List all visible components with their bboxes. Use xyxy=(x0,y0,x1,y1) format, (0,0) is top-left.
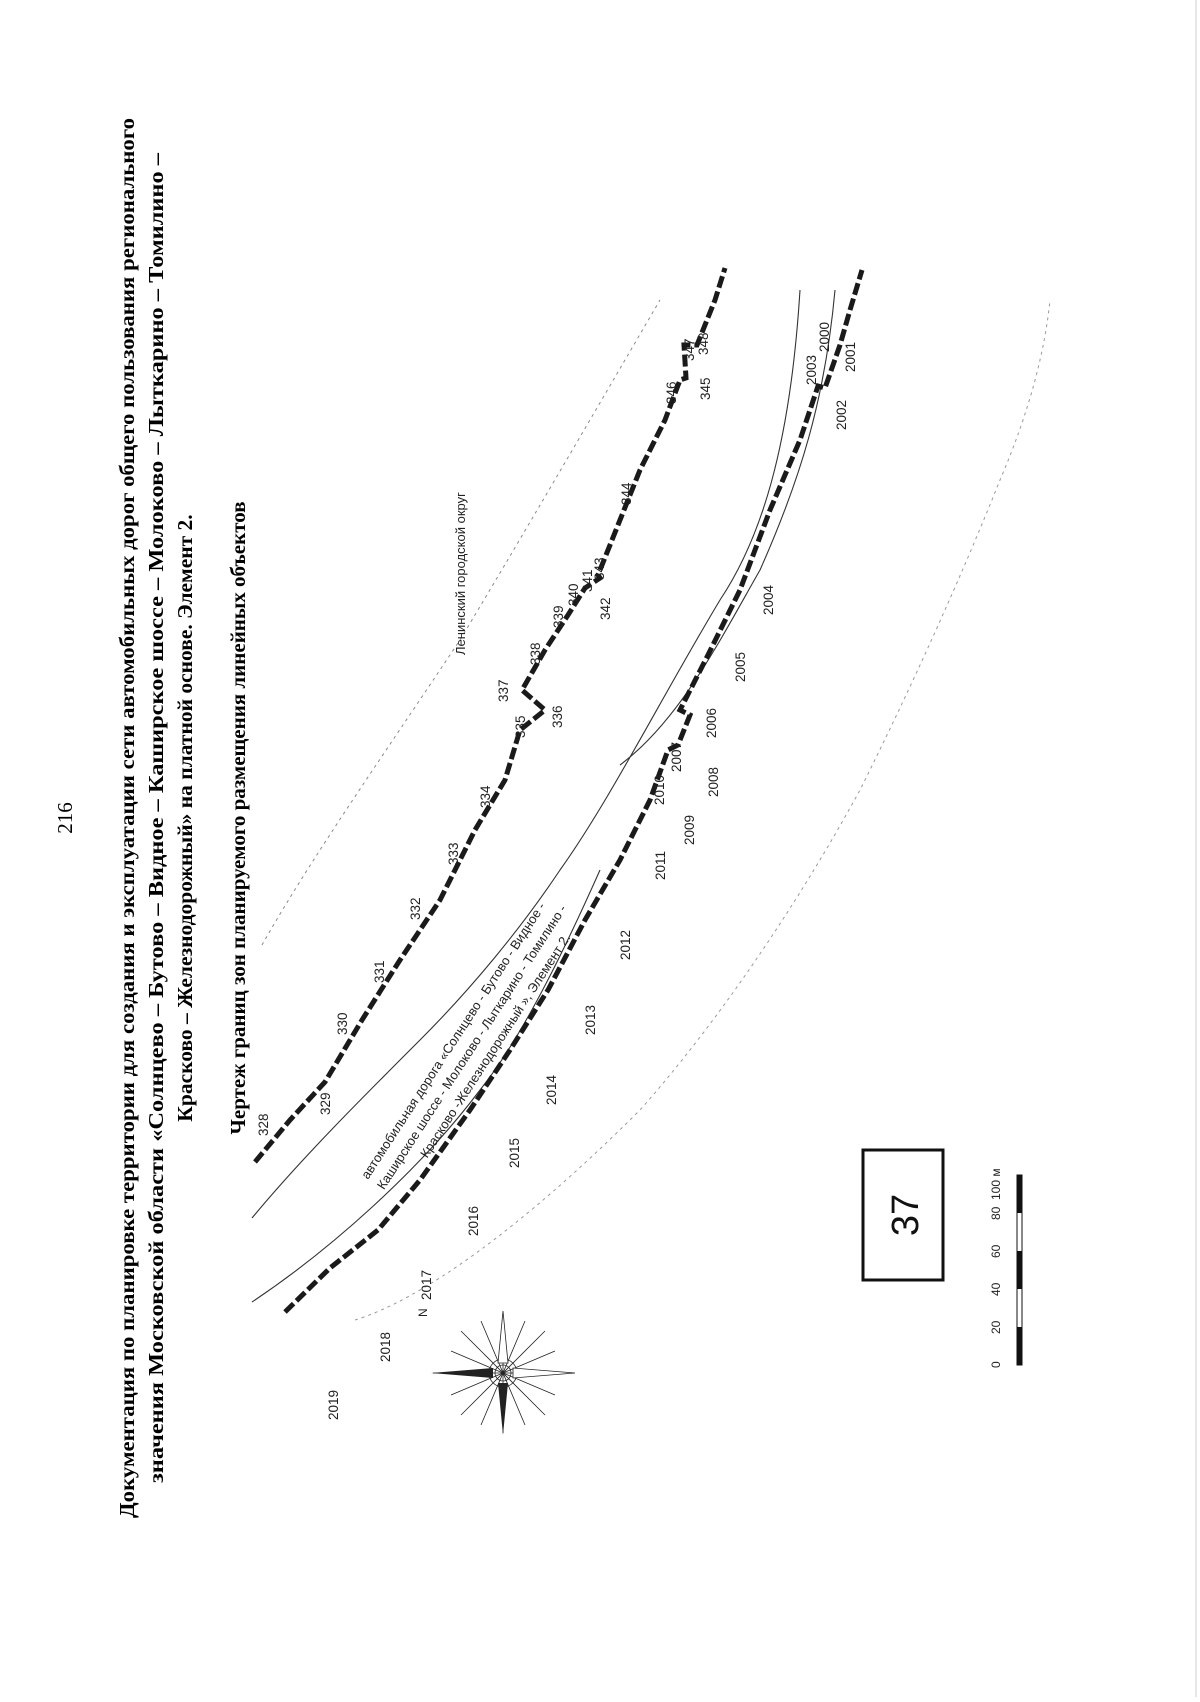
title-line-2: значения Московской области «Солнцево – … xyxy=(144,153,168,1483)
point-label: 2011 xyxy=(653,851,668,880)
point-label: 2015 xyxy=(507,1138,522,1168)
document-title: Документация по планировке территории дл… xyxy=(115,118,197,1518)
district-label: Ленинский городской округ xyxy=(453,492,468,655)
point-label: 329 xyxy=(318,1092,333,1115)
point-label: 2010 xyxy=(652,775,667,805)
road-edge-upper xyxy=(251,289,801,1219)
north-label: N xyxy=(416,1308,430,1317)
point-label: 340 xyxy=(566,583,581,606)
point-label: 341 xyxy=(580,569,595,592)
point-label: 2019 xyxy=(326,1390,341,1420)
map-canvas: 328 329 330 331 332 333 334 335 336 337 … xyxy=(251,267,1051,1435)
point-label: 339 xyxy=(551,605,566,628)
point-label: 2006 xyxy=(704,708,719,738)
point-label: 2018 xyxy=(378,1332,393,1362)
point-label: 2013 xyxy=(583,1005,598,1035)
outer-contour-right xyxy=(354,299,1051,1321)
point-label: 330 xyxy=(335,1012,350,1035)
point-label: 331 xyxy=(372,960,387,983)
scale-bar: 0 20 40 60 80 100 м xyxy=(989,1168,1023,1368)
road-label-line-2: Каширское шоссе - Молоково - Лыткарино -… xyxy=(374,902,570,1192)
road-edge-lower xyxy=(619,289,836,766)
title-line-1: Документация по планировке территории дл… xyxy=(115,118,139,1518)
point-label: 344 xyxy=(619,482,634,505)
point-label: 345 xyxy=(698,377,713,400)
point-label: 342 xyxy=(598,597,613,620)
scale-label: 40 xyxy=(989,1282,1003,1296)
lower-point-labels: 2000 2001 2002 2003 2004 2005 2006 2007 … xyxy=(326,322,858,1420)
point-label: 2008 xyxy=(706,767,721,797)
road-edge-middle xyxy=(251,869,601,1303)
compass-rose-icon: N xyxy=(416,1308,576,1435)
point-label: 346 xyxy=(664,381,679,404)
point-label: 2001 xyxy=(843,342,858,372)
scale-label: 80 xyxy=(989,1206,1003,1220)
point-label: 328 xyxy=(256,1113,271,1136)
scale-label: 100 м xyxy=(989,1168,1003,1200)
point-label: 2014 xyxy=(544,1074,559,1105)
sheet-number-box: 37 xyxy=(861,1148,945,1282)
scale-label: 20 xyxy=(989,1320,1003,1334)
point-label: 334 xyxy=(478,785,493,808)
point-label: 337 xyxy=(496,679,511,702)
point-label: 2012 xyxy=(618,930,633,960)
zone-boundary-lower xyxy=(283,269,865,1314)
point-label: 338 xyxy=(528,642,543,665)
point-label: 2017 xyxy=(419,1270,434,1300)
point-label: 2003 xyxy=(804,355,819,385)
sheet-number: 37 xyxy=(885,1194,927,1236)
scale-label: 60 xyxy=(989,1244,1003,1258)
drawing-subtitle: Чертеж границ зон планируемого размещени… xyxy=(226,501,250,1134)
point-label: 333 xyxy=(446,842,461,865)
title-line-3: Красково – Железнодорожный» на платной о… xyxy=(173,514,197,1121)
point-label: 2002 xyxy=(834,400,849,430)
point-label: 332 xyxy=(408,897,423,920)
point-label: 2004 xyxy=(761,584,776,615)
point-label: 335 xyxy=(513,715,528,738)
point-label: 343 xyxy=(592,557,607,580)
point-label: 2005 xyxy=(733,652,748,682)
point-label: 336 xyxy=(550,705,565,728)
point-label: 2007 xyxy=(669,742,684,772)
point-label: 347 xyxy=(682,338,697,361)
scale-label: 0 xyxy=(989,1361,1003,1368)
point-label: 2009 xyxy=(682,815,697,845)
upper-point-labels: 328 329 330 331 332 333 334 335 336 337 … xyxy=(256,332,713,1136)
point-label: 2000 xyxy=(817,322,832,352)
road-name-label: автомобильная дорога «Солнцево - Бутово … xyxy=(358,900,573,1192)
point-label: 2016 xyxy=(466,1206,481,1236)
point-label: 348 xyxy=(696,332,711,355)
page-number: 216 xyxy=(53,802,77,834)
zone-boundary-upper xyxy=(253,267,728,1164)
district-border-line xyxy=(261,299,661,946)
